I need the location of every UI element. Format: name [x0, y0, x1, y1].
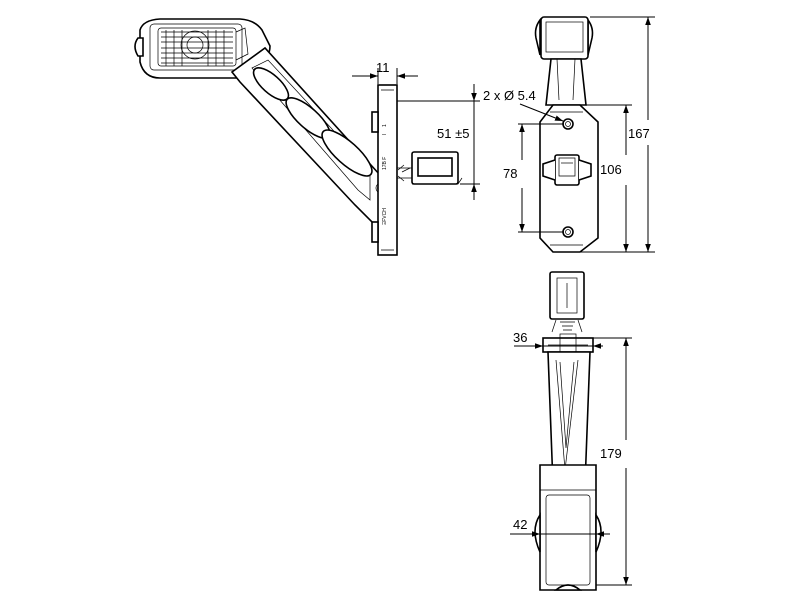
marking-brand: ΞFVCH	[382, 208, 388, 225]
bottom-plate	[542, 333, 594, 353]
dimension-hole-spacing: 78	[503, 123, 564, 233]
dimension-holes: 2 x Ø 5.4	[483, 88, 564, 122]
dim-36-label: 36	[513, 330, 527, 345]
front-lamp-head	[534, 16, 594, 60]
dimension-overall-height: 167	[590, 16, 655, 253]
lamp-head	[134, 18, 271, 79]
dim-179-label: 179	[600, 446, 622, 461]
marking-line1: 17B F	[382, 157, 388, 170]
dimension-lamp-width: 42	[510, 517, 610, 537]
front-plate	[539, 104, 599, 253]
side-view: 17B F I 1 ΞFVCH 11 51 ±5	[134, 18, 480, 256]
dim-51-label: 51 ±5	[437, 126, 469, 141]
arm	[230, 46, 387, 232]
front-arm	[545, 58, 587, 106]
dim-106-label: 106	[600, 162, 622, 177]
dimension-arm-length: 179	[593, 337, 632, 586]
marking-line2: I	[382, 134, 388, 135]
marking-line3: 1	[382, 124, 388, 127]
bottom-connector	[549, 271, 585, 333]
dim-78-label: 78	[503, 166, 517, 181]
front-view: 2 x Ø 5.4 78 106 167	[483, 16, 655, 253]
bottom-view: 36 179 42	[510, 271, 632, 591]
dimension-side-height: 51 ±5	[397, 84, 480, 200]
mounting-plate: 17B F I 1 ΞFVCH	[371, 84, 398, 256]
dim-11-label: 11	[376, 60, 390, 75]
bottom-lamp	[534, 464, 602, 591]
connector	[397, 151, 463, 185]
dimension-top-width: 36	[513, 330, 603, 349]
dim-167-label: 167	[628, 126, 650, 141]
dimension-side-width: 11	[352, 60, 418, 84]
dim-holes-label: 2 x Ø 5.4	[483, 88, 536, 103]
dim-42-label: 42	[513, 517, 527, 532]
